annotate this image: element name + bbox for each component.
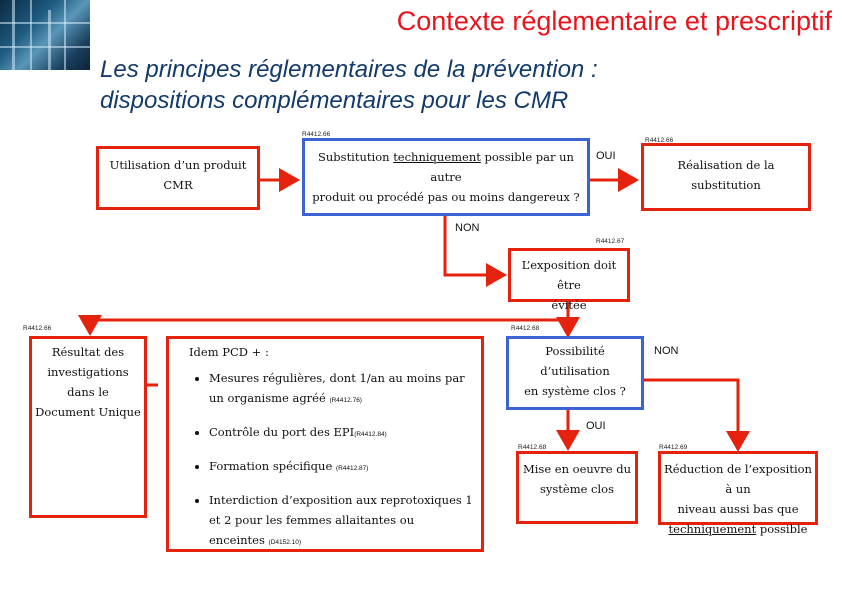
ref-r4412-68-a: R4412.68 — [511, 325, 539, 332]
box-possibilite-line-2: en système clos ? — [509, 381, 641, 401]
box-resultat-line-2: investigations dans le — [32, 362, 144, 402]
label-non-substitution: NON — [455, 222, 479, 234]
box-exposition-line-2: évitée — [511, 295, 627, 315]
box-possibilite-systeme-clos: Possibilité d’utilisation en système clo… — [506, 336, 644, 410]
list-item: Interdiction d’exposition aux reprotoxiq… — [209, 490, 473, 553]
box-mise-en-oeuvre-line-1: Mise en oeuvre du — [519, 459, 635, 479]
box-utilisation-line-1: Utilisation d’un produit — [99, 155, 257, 175]
box-idem-pcd: Idem PCD + : Mesures régulières, dont 1/… — [166, 336, 484, 552]
box-reduction-line-2: niveau aussi bas que — [661, 499, 815, 519]
box-utilisation-line-2: CMR — [99, 175, 257, 195]
box-reduction-line-1: Réduction de l’exposition à un — [661, 459, 815, 499]
box-mise-en-oeuvre: Mise en oeuvre du système clos — [516, 451, 638, 524]
ref-r4412-68-b: R4412.68 — [518, 444, 546, 451]
ref-r4412-67: R4412.67 — [596, 238, 624, 245]
box-resultat-investigations: Résultat des investigations dans le Docu… — [29, 336, 147, 518]
ref-r4412-66-c: R4412.66 — [23, 325, 51, 332]
list-item: Contrôle du port des EPI(R4412.84) — [209, 422, 473, 445]
ref-r4412-69: R4412.69 — [659, 444, 687, 451]
box-possibilite-line-1: Possibilité d’utilisation — [509, 341, 641, 381]
ref-r4412-66-a: R4412.66 — [302, 131, 330, 138]
box-exposition-evitee: L’exposition doit être évitée — [508, 248, 630, 302]
box-mise-en-oeuvre-line-2: système clos — [519, 479, 635, 499]
box-resultat-line-3: Document Unique — [32, 402, 144, 422]
box-substitution-question: Substitution techniquement possible par … — [302, 138, 590, 216]
box-realisation-substitution: Réalisation de la substitution — [641, 143, 811, 211]
list-item: Formation spécifique (R4412.87) — [209, 456, 473, 479]
box-substitution-line-1: Substitution techniquement possible par … — [305, 147, 587, 187]
list-item: Mesures régulières, dont 1/an au moins p… — [209, 368, 473, 411]
label-oui-substitution: OUI — [596, 150, 616, 162]
box-reduction-line-3: techniquement possible — [661, 519, 815, 539]
idem-title: Idem PCD + : — [189, 342, 473, 362]
box-utilisation-cmr: Utilisation d’un produit CMR — [96, 146, 260, 210]
box-reduction-exposition: Réduction de l’exposition à un niveau au… — [658, 451, 818, 525]
box-substitution-line-2: produit ou procédé pas ou moins dangereu… — [305, 187, 587, 207]
box-resultat-line-1: Résultat des — [32, 342, 144, 362]
label-oui-systeme-clos: OUI — [586, 420, 606, 432]
label-non-systeme-clos: NON — [654, 345, 678, 357]
idem-measures-list: Mesures régulières, dont 1/an au moins p… — [189, 368, 473, 553]
box-exposition-line-1: L’exposition doit être — [511, 255, 627, 295]
